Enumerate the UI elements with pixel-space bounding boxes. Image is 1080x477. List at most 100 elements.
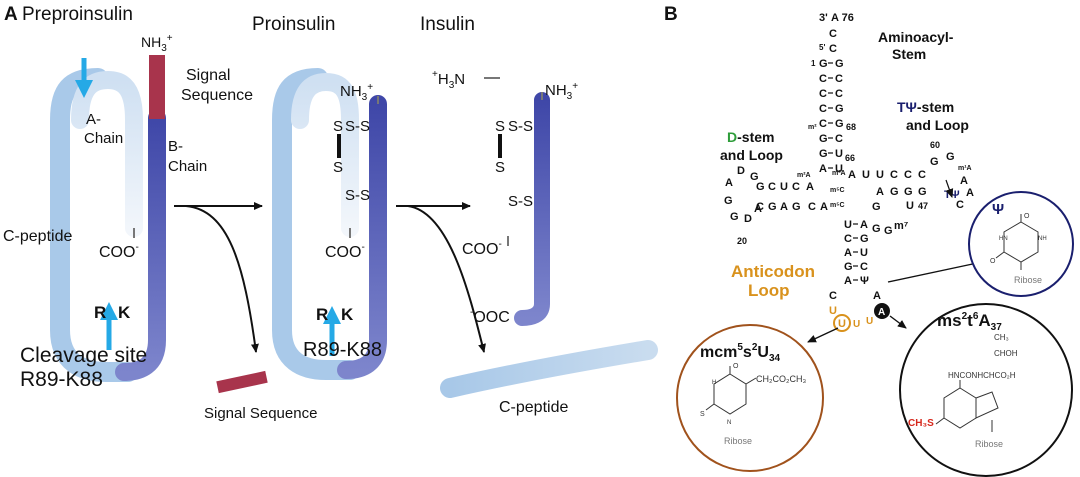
d-stem-top-base: C [792,181,800,193]
d-stem-junction-a: A [806,181,814,193]
number-66-label: 66 [845,153,855,163]
m2-mod-label: m² [808,124,817,131]
d-stem-bottom-base: G [792,201,801,213]
acceptor-base-right: G [835,118,844,130]
ms-circle-ribose: Ribose [975,439,1003,449]
psi-circle-symbol: Ψ [992,201,1004,218]
panel-b-label: B [664,4,678,25]
psi-ring-o-top: O [1024,213,1030,220]
psi-ring-nh: NH [1038,236,1047,242]
insulin-ss-1: S-S [508,118,533,135]
d-loop-base: D [737,165,745,177]
anticodon-base-left: G [844,261,853,273]
acceptor-base-left: G [819,133,828,145]
t-stem-junction-a: A [848,169,856,181]
acceptor-overhang-c1: C [829,28,837,40]
number-60-label: 60 [930,140,940,150]
acceptor-base-right: U [835,163,843,175]
t-loop-base: C [956,199,964,211]
m5c-bottom-label: m⁵C [830,202,845,209]
b-chain [115,109,166,381]
d-stem-junction-a2: A [820,201,828,213]
d-stem-bottom-base: A [780,201,788,213]
insulin-h3n: +H3N [432,69,465,91]
cleavage-site-label: Cleavage site [20,344,147,367]
anticodon-base-right: Ψ [860,275,869,287]
signal-sequence-label-line2: Sequence [181,87,253,104]
d-loop-base: G [750,171,759,183]
mcm-ring-o: O [733,363,739,370]
a76-label: A 76 [831,12,854,24]
mcm-circle-ribose: Ribose [724,436,752,446]
arrow-to-ms-circle [889,315,907,329]
proinsulin-cleavage-label: R89-K88 [303,339,382,361]
variable-base: G [884,225,893,237]
ms-side-top: CH₃ [994,333,1009,342]
mcm-ring-icon [705,366,757,415]
proinsulin-molecule [272,68,387,380]
acceptor-overhang-c2: C [829,43,837,55]
acceptor-base-right: G [835,103,844,115]
d-stem-top-base: U [780,181,788,193]
d-stem-bottom-base: C [756,201,764,213]
t-stem-junction-u: U [862,169,870,181]
m2a-label: m²A [797,172,811,179]
mcm-ring-hn: H [712,380,716,386]
anticodon-loop-u34: U [838,318,846,330]
insulin-ss-2: S-S [508,193,533,210]
released-signal-sequence [216,370,268,394]
mcm-circle-border [676,324,824,472]
anticodon-base-left: A [844,247,852,259]
d-stem-top-base: C [768,181,776,193]
ms-circle-title: ms2t6A37 [937,311,1002,333]
blue-up-arrow-icon [100,302,118,350]
anticodon-base-right: U [860,247,868,259]
ms-substituent: CH₃S [908,418,934,429]
aminoacyl-stem-label-line1: Aminoacyl- [878,29,954,45]
mcm-ring-n: N [727,420,731,426]
psi-ring-icon [995,214,1039,270]
preproinsulin-nh3: NH3+ [141,33,173,54]
insulin-b-chain [514,92,550,326]
a37-base: A [878,307,885,318]
released-c-peptide [440,340,658,398]
a-chain [71,70,143,237]
arrow-to-mcm-circle [807,327,839,343]
d-loop-base: G [724,195,733,207]
preproinsulin-k: K [118,303,131,322]
variable-base: G [872,201,881,213]
preproinsulin-title: Preproinsulin [22,4,133,25]
proinsulin-up-arrow-icon [323,306,341,356]
d-stem-label-line2: and Loop [720,147,783,163]
proinsulin-title: Proinsulin [252,14,335,35]
psi-ring-hn: HN [999,236,1008,242]
anticodon-loop-a: A [873,290,881,302]
released-signal-sequence-label: Signal Sequence [204,405,317,422]
five-prime-label: 5' [819,43,825,52]
t-stem-bottom-base: G [904,186,913,198]
d-stem-bottom-base: G [768,201,777,213]
aminoacyl-stem-label-line2: Stem [892,46,926,62]
psi-ring-o-left: O [990,258,996,265]
t-stem-bottom-base: A [876,186,884,198]
number-one-label: 1 [811,59,816,68]
proinsulin-c-peptide [272,68,360,380]
d-stem-top-base: G [756,181,765,193]
t-stem-top-base: U [876,169,884,181]
released-c-peptide-label: C-peptide [499,399,568,416]
proinsulin-k: K [341,305,354,324]
t-stem-top-base: C [918,169,926,181]
psi-structure-circle: Ψ O O HN NH Ribose [968,191,1074,297]
acceptor-base-left: C [819,73,827,85]
d-loop-base: A [754,203,762,215]
t-psi-stem-label-line2: and Loop [906,117,969,133]
acceptor-base-right: C [835,88,843,100]
d-loop-base: A [725,177,733,189]
proinsulin-coo: COO- [325,242,365,261]
mcm-side-chain: CH₂CO₂CH₃ [756,374,806,384]
anticodon-base-left: C [844,233,852,245]
insulin-nh3: NH3+ [545,81,578,102]
mcm-structure-circle: mcm5s2U34 O S H N CH₂CO₂CH₃ Ribose [676,324,824,472]
